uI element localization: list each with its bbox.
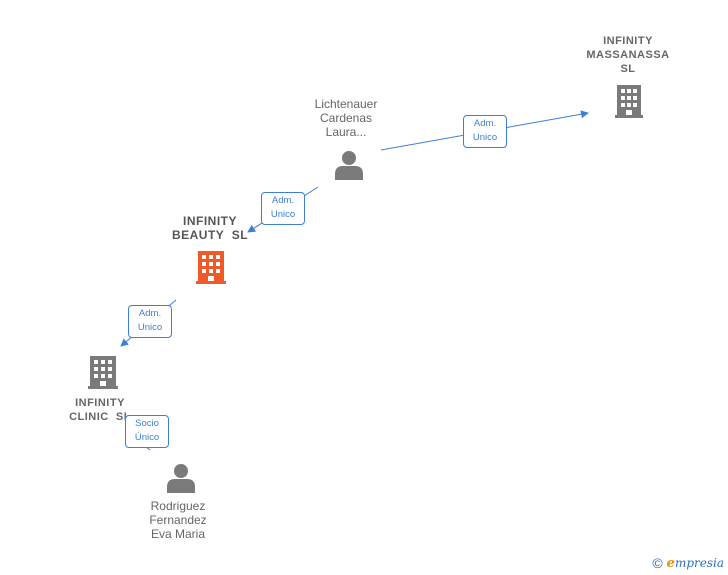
building-icon[interactable] [196, 251, 226, 284]
brand-name: mpresia [674, 556, 724, 570]
edge-label-adm-unico-massanassa[interactable]: Adm. Unico [463, 115, 507, 148]
person-label-rodriguez[interactable]: Rodriguez Fernandez Eva Maria [149, 499, 207, 541]
edge-label-adm-unico-clinic[interactable]: Adm. Unico [128, 305, 172, 338]
building-icon[interactable] [88, 356, 118, 389]
edge-label-socio-unico[interactable]: Socio Único [125, 415, 169, 448]
person-icon[interactable] [167, 464, 195, 493]
copyright-icon: © [652, 555, 663, 571]
company-label-infinity-beauty[interactable]: INFINITY BEAUTY SL [171, 214, 249, 242]
edge-label-adm-unico-beauty[interactable]: Adm. Unico [261, 192, 305, 225]
building-icon[interactable] [615, 85, 643, 118]
company-label-infinity-clinic[interactable]: INFINITY CLINIC SL [69, 397, 131, 423]
person-icon[interactable] [335, 151, 363, 180]
brand-logo: empresia [667, 555, 724, 571]
brand-initial: e [666, 556, 675, 571]
empresia-watermark: © empresia [652, 555, 724, 571]
company-label-infinity-massanassa[interactable]: INFINITY MASSANASSA SL [586, 35, 670, 75]
person-label-lichtenauer[interactable]: Lichtenauer Cardenas Laura... [314, 97, 378, 139]
